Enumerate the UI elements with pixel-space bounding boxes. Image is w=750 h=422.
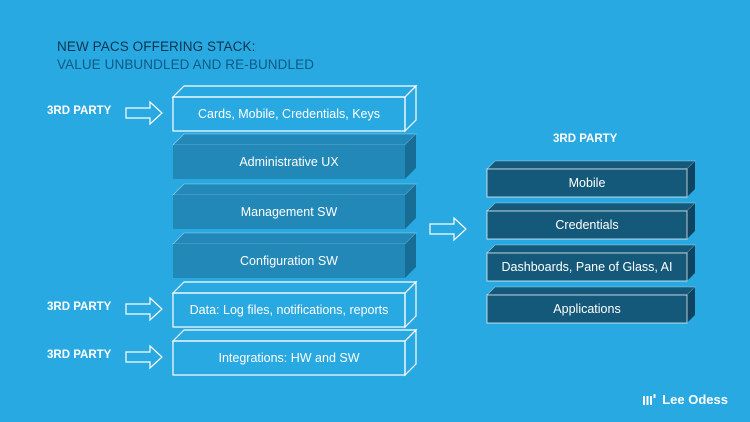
left-stack-box xyxy=(172,232,417,278)
title-line-2: VALUE UNBUNDLED AND RE-BUNDLED xyxy=(57,57,315,72)
right-stack-label: Mobile xyxy=(568,176,606,190)
right-stack-heading: 3RD PARTY xyxy=(553,133,618,145)
left-stack-label: Management SW xyxy=(240,205,338,219)
third-party-label: 3RD PARTY xyxy=(47,349,112,361)
left-stack-box xyxy=(171,84,418,133)
right-arrow-icon xyxy=(125,344,163,370)
bars-logo-icon xyxy=(643,393,656,405)
left-stack-label: Configuration SW xyxy=(240,254,338,268)
right-stack-box xyxy=(486,202,696,239)
left-stack-box xyxy=(171,328,418,377)
right-stack-label: Applications xyxy=(553,302,621,316)
right-arrow-icon xyxy=(429,216,467,242)
left-stack xyxy=(171,84,418,377)
third-party-label: 3RD PARTY xyxy=(47,105,112,117)
right-stack xyxy=(486,160,696,324)
arrows xyxy=(125,100,467,370)
right-arrow-icon xyxy=(125,296,163,322)
left-stack-label: Integrations: HW and SW xyxy=(218,351,360,365)
right-stack-box xyxy=(486,286,696,323)
brand-name: Lee Odess xyxy=(662,392,728,407)
right-stack-label: Dashboards, Pane of Glass, AI xyxy=(501,260,673,274)
third-party-label: 3RD PARTY xyxy=(47,301,112,313)
right-stack-box xyxy=(486,244,696,281)
left-stack-label: Administrative UX xyxy=(239,155,339,169)
left-stack-box xyxy=(172,133,417,179)
left-stack-label: Cards, Mobile, Credentials, Keys xyxy=(197,107,381,121)
title-line-1: NEW PACS OFFERING STACK: xyxy=(57,39,256,54)
right-arrow-icon xyxy=(125,100,163,126)
left-stack-label: Data: Log files, notifications, reports xyxy=(189,303,389,317)
right-stack-label: Credentials xyxy=(555,218,619,232)
left-stack-box xyxy=(171,280,418,329)
left-stack-box xyxy=(172,183,417,229)
slide-title: NEW PACS OFFERING STACK: VALUE UNBUNDLED… xyxy=(57,38,314,74)
brand-logo: Lee Odess xyxy=(643,392,728,407)
